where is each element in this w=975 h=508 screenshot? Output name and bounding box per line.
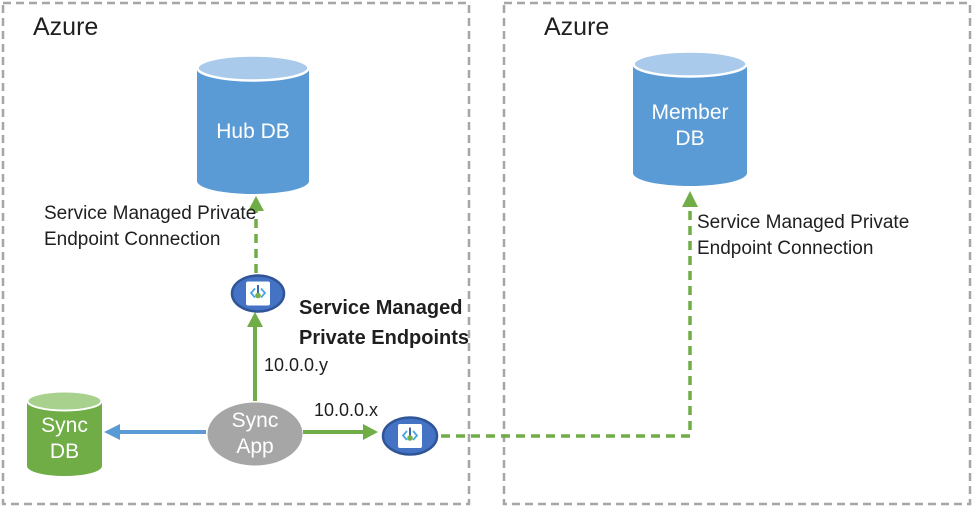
endpoint-to-member-db-dashed-connector [441, 207, 692, 438]
app-ellipse-shape [207, 402, 303, 466]
sync-db-label: Sync DB [26, 390, 103, 477]
sync-db-node: Sync DB [26, 390, 103, 477]
member-db-label-line2: DB [675, 126, 705, 150]
member-db-node: Member DB [632, 50, 748, 187]
right-connection-label: Service Managed Private Endpoint Connect… [697, 210, 909, 262]
endpoint-to-member-db-arrowhead [682, 191, 698, 207]
ip-address-y-label: 10.0.0.y [264, 355, 329, 375]
sync-app-to-endpoint-right-arrowhead [363, 424, 378, 440]
private-endpoint-left-node [230, 274, 286, 313]
endpoints-title-line2: Private Endpoints [299, 327, 470, 349]
hub-db-label: Hub DB [216, 119, 290, 143]
left-connection-label-line1: Service Managed Private [44, 203, 257, 224]
ip-address-x-label: 10.0.0.x [314, 400, 379, 420]
member-db-label-line1: Member [651, 100, 729, 124]
database-cylinder-icon [196, 54, 310, 194]
hub-db-node: Hub DB [196, 54, 310, 195]
sync-app-to-sync-db-arrowhead [104, 424, 120, 440]
left-connection-label: Service Managed Private Endpoint Connect… [44, 201, 256, 253]
azure-region-right-label: Azure [544, 13, 610, 41]
right-connection-label-line1: Service Managed Private [697, 212, 910, 233]
sync-db-label-line2: DB [49, 439, 80, 463]
sync-app-node: Sync App [207, 402, 303, 466]
database-cylinder-icon [632, 50, 748, 186]
sync-app-label-line2: App [236, 435, 274, 458]
endpoints-title-line1: Service Managed [299, 297, 463, 319]
sync-app-to-endpoint-left-arrowhead [247, 312, 263, 327]
sync-app-label: Sync App [207, 402, 303, 466]
private-endpoint-icon [230, 274, 286, 313]
sync-db-label-line1: Sync [41, 413, 88, 437]
azure-region-left-label: Azure [33, 13, 99, 41]
database-cylinder-icon [26, 390, 103, 476]
private-endpoint-right-node [381, 416, 439, 456]
sync-app-label-line1: Sync [231, 409, 279, 432]
right-connection-label-line2: Endpoint Connection [697, 238, 874, 259]
service-managed-private-endpoints-title: Service Managed Private Endpoints [299, 293, 469, 353]
private-endpoint-icon [381, 416, 439, 456]
left-connection-label-line2: Endpoint Connection [44, 229, 221, 250]
member-db-label: Member DB [632, 50, 748, 187]
